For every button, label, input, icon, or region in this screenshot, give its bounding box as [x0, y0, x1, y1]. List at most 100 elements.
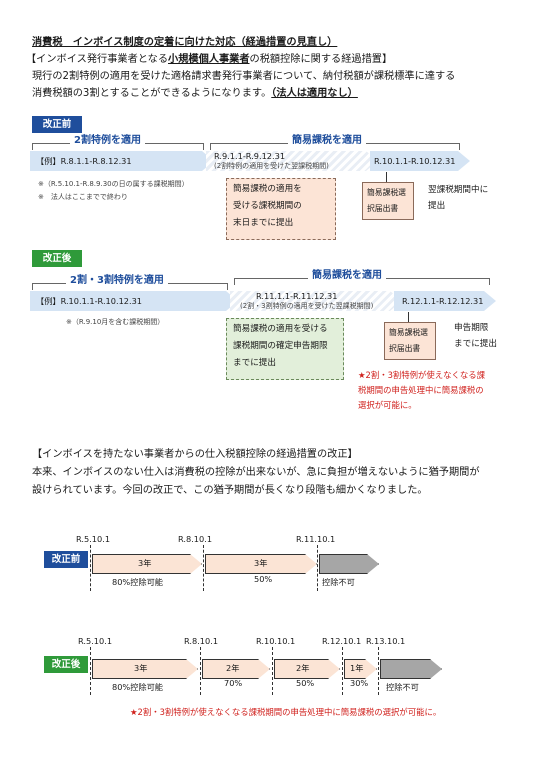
after-callout-line: [408, 312, 409, 322]
after-segment-1: [30, 291, 238, 311]
before-segment-3-label: R.10.1.1-R.10.12.31: [374, 156, 456, 166]
before-box1-line2: 受ける課税期間の: [233, 201, 302, 211]
intro-line-3: 消費税額の3割とすることができるようになります。（法人は適用なし）: [32, 87, 358, 101]
before-segment-3: [370, 151, 470, 171]
before-segment-2-label: R.9.1.1-R.9.12.31: [214, 151, 286, 161]
tl-after-arrow-2: [202, 659, 270, 679]
intro-line-1c: の税額控除に関する経過措置】: [249, 54, 393, 65]
tl-after-rate-2: 70%: [224, 678, 243, 688]
after-form-box: 簡易課税選 択届出書: [384, 322, 436, 360]
before-brace-kanni-label: 簡易課税を適用: [288, 134, 366, 147]
tl-before-divider-3: [317, 545, 318, 591]
tl-after-arrow-1: [92, 659, 198, 679]
after-submit-note: 申告期限 までに提出: [454, 320, 497, 352]
intro-line-3a: 消費税額の3割とすることができるようになります。: [32, 88, 272, 99]
before-note-2: ※ 法人はここまでで終わり: [38, 193, 128, 201]
before-brace-2wari-label: 2割特例を適用: [70, 134, 145, 147]
before-segment-1-label: 【例】R.8.1.1-R.8.12.31: [36, 156, 132, 166]
tl-after-end-label: 控除不可: [386, 682, 419, 692]
after-star-note: ★2割・3割特例が使えなくなる課 税期間の申告処理中に簡易課税の 選択が可能に。: [358, 368, 485, 413]
after-segment-3: [394, 291, 496, 311]
tl-after-divider-4: [342, 647, 343, 695]
after-box1-line1: 簡易課税の適用を受ける: [233, 324, 328, 334]
tl-after-year-1: 3年: [134, 663, 148, 673]
page-title: 消費税 インボイス制度の定着に向けた対応（経過措置の見直し）: [32, 37, 338, 48]
intro-line-1a: 【インボイス発行事業者となる: [26, 54, 169, 65]
tl-before-date-2: R.8.10.1: [178, 534, 213, 544]
before-segment-1: [30, 151, 214, 171]
tl-after-date-5: R.13.10.1: [366, 636, 406, 646]
after-brace-3wari-label: 2割・3割特例を適用: [66, 274, 168, 287]
tl-after-date-4: R.12.10.1: [322, 636, 362, 646]
footer-star-note: ★2割・3割特例が使えなくなる課税期間の申告処理中に簡易課税の選択が可能に。: [130, 707, 442, 717]
tl-after-arrow-end: [380, 659, 442, 679]
after-deadline-box: 簡易課税の適用を受ける 課税期間の確定申告期限 までに提出: [226, 318, 344, 380]
tl-after-year-2: 2年: [226, 663, 240, 673]
tl-before-arrow-2: [205, 554, 317, 574]
tl-after-year-3: 2年: [296, 663, 310, 673]
tl-before-end-label: 控除不可: [322, 577, 355, 587]
before-deadline-box: 簡易課税の適用を 受ける課税期間の 末日までに提出: [226, 178, 336, 240]
before-submit-note: 翌課税期間中に 提出: [428, 182, 488, 214]
tl-after-rate-1: 80%控除可能: [112, 682, 163, 692]
after-star-line1: ★2割・3割特例が使えなくなる課: [358, 370, 486, 380]
before-box2-line2: 択届出書: [367, 204, 399, 213]
after-tag: 改正後: [32, 250, 82, 267]
after-segment-2: [230, 291, 402, 311]
before-box2-line1: 簡易課税選: [367, 188, 406, 197]
intro-line-1: 【インボイス発行事業者となる小規模個人事業者の税額控除に関する経過措置】: [26, 53, 392, 67]
after-box3-line1: 申告期限: [454, 323, 489, 333]
after-star-line3: 選択が可能に。: [358, 400, 417, 410]
tl-after-date-1: R.5.10.1: [78, 636, 113, 646]
after-box2-line2: 択届出書: [389, 344, 421, 353]
after-segment-3-label: R.12.1.1-R.12.12.31: [402, 296, 484, 306]
after-segment-1-label: 【例】R.10.1.1-R.10.12.31: [36, 296, 143, 306]
after-box1-line3: までに提出: [233, 358, 276, 368]
after-note-1: ※（R.9.10月を含む課税期間）: [66, 318, 165, 326]
tl-before-year-1: 3年: [138, 558, 152, 568]
before-tag: 改正前: [32, 116, 82, 133]
tl-after-divider-3: [272, 647, 273, 695]
tl-before-rate-1: 80%控除可能: [112, 577, 163, 587]
tl-before-date-1: R.5.10.1: [76, 534, 111, 544]
tl-after-divider-1: [90, 647, 91, 695]
tl-after-rate-4: 30%: [350, 678, 369, 688]
before-box1-line3: 末日までに提出: [233, 218, 294, 228]
after-segment-2-sub: (2割・3割特例の適用を受けた翌課税期間): [240, 302, 374, 310]
tl-before-divider-2: [203, 545, 204, 591]
tl-after-date-2: R.8.10.1: [184, 636, 219, 646]
before-note-1: ※（R.5.10.1-R.8.9.30の日の属する課税期間）: [38, 180, 189, 188]
tl-before-date-3: R.11.10.1: [296, 534, 336, 544]
after-segment-2-label: R.11.1.1-R.11.12.31: [256, 291, 338, 301]
intro-line-2: 現行の2割特例の適用を受けた適格請求書発行事業者について、納付税額が課税標準に達…: [32, 71, 456, 82]
before-box3-line1: 翌課税期間中に: [428, 185, 489, 195]
tl-after-divider-5: [378, 647, 379, 695]
tl-before-tag: 改正前: [44, 551, 88, 568]
before-form-box: 簡易課税選 択届出書: [362, 182, 414, 220]
intro-line-1b: 小規模個人事業者: [168, 54, 250, 65]
before-segment-2-sub: (2割特例の適用を受けた翌課税期間): [214, 162, 329, 170]
before-callout-line: [386, 172, 387, 182]
tl-before-arrow-end: [319, 554, 379, 574]
tl-before-year-2: 3年: [254, 558, 268, 568]
after-brace-kanni-label: 簡易課税を適用: [308, 269, 386, 282]
before-segment-2: [206, 151, 378, 171]
tl-before-arrow-1: [92, 554, 202, 574]
tl-after-date-3: R.10.10.1: [256, 636, 296, 646]
tl-before-rate-2: 50%: [254, 574, 273, 584]
tl-after-rate-3: 50%: [296, 678, 315, 688]
after-star-line2: 税期間の申告処理中に簡易課税の: [358, 385, 484, 395]
before-box1-line1: 簡易課税の適用を: [233, 184, 302, 194]
tl-after-year-4: 1年: [350, 663, 364, 673]
tl-after-divider-2: [200, 647, 201, 695]
after-box3-line2: までに提出: [454, 339, 497, 349]
after-box1-line2: 課税期間の確定申告期限: [233, 341, 328, 351]
tl-after-tag: 改正後: [44, 656, 88, 673]
tl-after-arrow-4: [344, 659, 377, 679]
after-box2-line1: 簡易課税選: [389, 328, 428, 337]
tl-after-arrow-3: [274, 659, 340, 679]
section2-line-2: 設けられています。今回の改正で、この猶予期間が長くなり段階も細かくなりました。: [32, 485, 428, 496]
tl-before-divider-1: [90, 545, 91, 591]
intro-line-3b: （法人は適用なし）: [271, 88, 358, 99]
before-box3-line2: 提出: [428, 201, 446, 211]
